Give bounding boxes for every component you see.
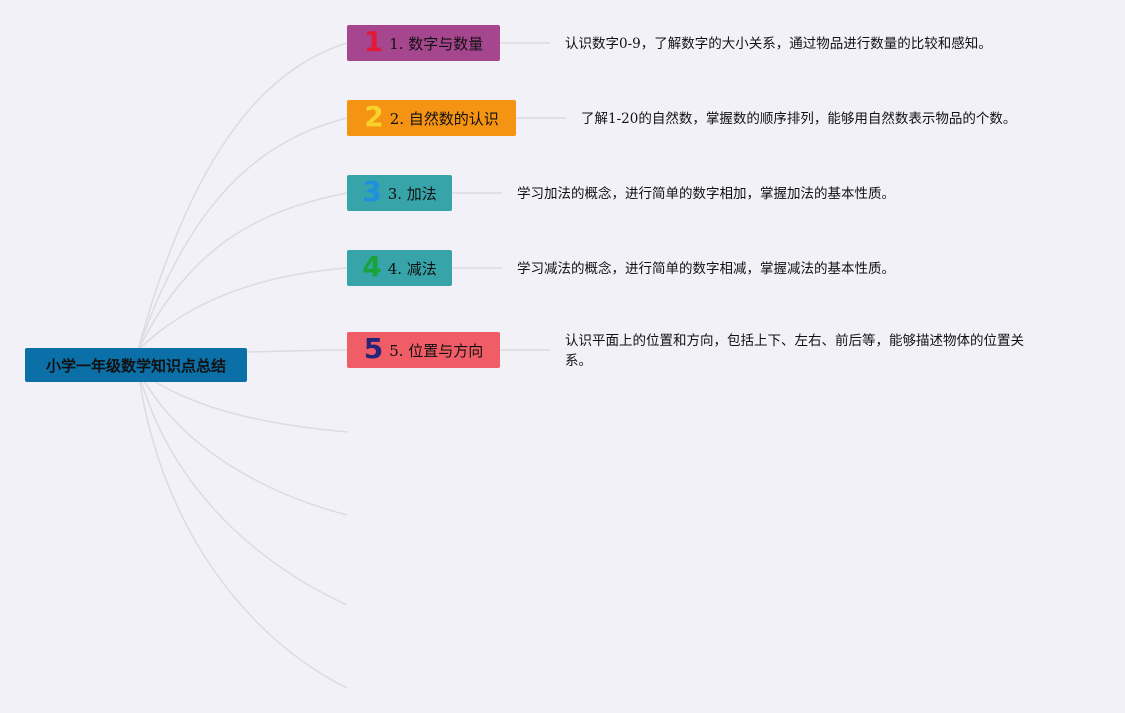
branch-line-4 xyxy=(137,267,348,351)
topic-label: 2. 自然数的认识 xyxy=(389,109,499,128)
topic-label: 3. 加法 xyxy=(387,184,437,203)
branch-line-2 xyxy=(137,117,348,351)
topic-label: 5. 位置与方向 xyxy=(389,341,484,360)
branch-line-5 xyxy=(246,349,348,353)
topic-description: 学习减法的概念，进行简单的数字相减，掌握减法的基本性质。 xyxy=(517,261,895,277)
topic-addition[interactable]: 3 3. 加法 xyxy=(347,175,452,211)
central-topic[interactable]: 小学一年级数学知识点总结 xyxy=(25,348,247,382)
branch-line-6 xyxy=(137,369,348,433)
number-four-icon: 4 xyxy=(362,250,382,283)
topic-label: 4. 减法 xyxy=(387,259,437,278)
topic-description: 学习加法的概念，进行简单的数字相加，掌握加法的基本性质。 xyxy=(517,186,895,202)
topic-position-and-direction[interactable]: 5 5. 位置与方向 xyxy=(347,332,500,368)
topic-description: 了解1-20的自然数，掌握数的顺序排列，能够用自然数表示物品的个数。 xyxy=(581,111,1017,127)
branch-line-1 xyxy=(137,42,348,351)
branch-line-7 xyxy=(137,369,348,516)
topic-label: 1. 数字与数量 xyxy=(389,34,484,53)
number-one-icon: 1 xyxy=(363,25,384,58)
branch-line-9 xyxy=(137,369,348,689)
topic-numbers-and-quantity[interactable]: 1 1. 数字与数量 xyxy=(347,25,500,61)
topic-description: 认识数字0-9，了解数字的大小关系，通过物品进行数量的比较和感知。 xyxy=(565,36,992,52)
topic-subtraction[interactable]: 4 4. 减法 xyxy=(347,250,452,286)
number-three-icon: 3 xyxy=(362,175,382,208)
branch-line-3 xyxy=(137,192,348,351)
topic-natural-numbers[interactable]: 2 2. 自然数的认识 xyxy=(347,100,516,136)
topic-description: 认识平面上的位置和方向，包括上下、左右、前后等，能够描述物体的位置关系。 xyxy=(565,333,1024,369)
number-two-icon: 2 xyxy=(364,100,384,133)
branch-line-8 xyxy=(137,369,348,606)
number-five-icon: 5 xyxy=(363,332,384,365)
